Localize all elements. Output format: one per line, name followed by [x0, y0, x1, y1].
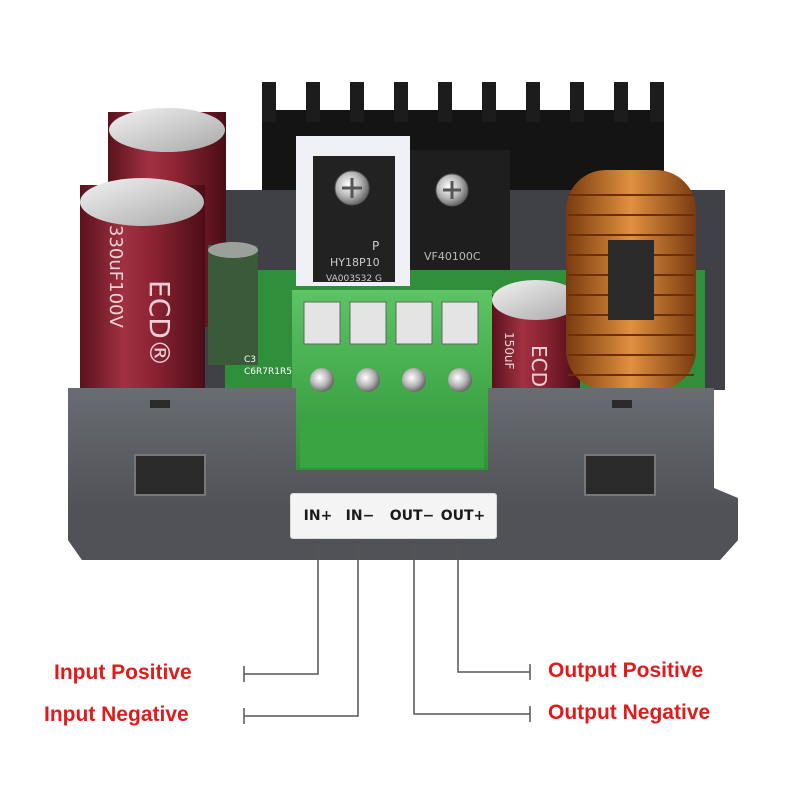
callout-output-positive: Output Positive [548, 659, 704, 682]
capacitor-top-icon [109, 108, 225, 152]
mosfet-left-lot: VA003S32 G [326, 274, 382, 284]
capacitor-top-icon [80, 178, 204, 226]
mosfet-left-mark: P [372, 239, 379, 253]
terminal-label-in-negative: IN− [345, 508, 375, 524]
mosfet-right-part: VF40100C [424, 250, 481, 263]
inductor-coil [566, 170, 696, 390]
terminal-block [292, 290, 492, 470]
capacitor-large-rating: 330uF100V [105, 225, 126, 328]
leader-output-negative [413, 536, 530, 715]
mosfet-right [410, 150, 510, 270]
capacitor-small-rating: 150uF [502, 332, 516, 370]
leader-output-positive [457, 536, 530, 673]
capacitor-large-brand: ECD® [143, 280, 176, 367]
screw-icon [402, 368, 426, 392]
callout-output-negative: Output Negative [548, 701, 711, 724]
screw-icon [448, 368, 472, 392]
terminal-label-out-negative: OUT− [389, 508, 435, 524]
mosfet-left-part: HY18P10 [330, 256, 380, 269]
pcb-label-resistors: C6R7R1R5 [244, 367, 292, 377]
terminal-label-in-positive: IN+ [303, 508, 333, 524]
mosfet-left [296, 136, 410, 286]
callout-input-negative: Input Negative [44, 703, 189, 726]
capacitor-large-front [80, 178, 205, 390]
capacitor-small-left [208, 242, 258, 365]
pcb-label-c3: C3 [244, 355, 256, 365]
terminal-label-strip [290, 493, 497, 539]
capacitor-small-right [492, 280, 580, 405]
terminal-label-out-positive: OUT+ [440, 508, 486, 524]
callout-input-positive: Input Positive [54, 661, 192, 684]
leader-lines [243, 536, 531, 724]
leader-input-negative [244, 536, 359, 717]
capacitor-top-icon [492, 280, 580, 320]
screw-icon [310, 368, 334, 392]
screw-icon [356, 368, 380, 392]
leader-input-positive [244, 536, 319, 675]
